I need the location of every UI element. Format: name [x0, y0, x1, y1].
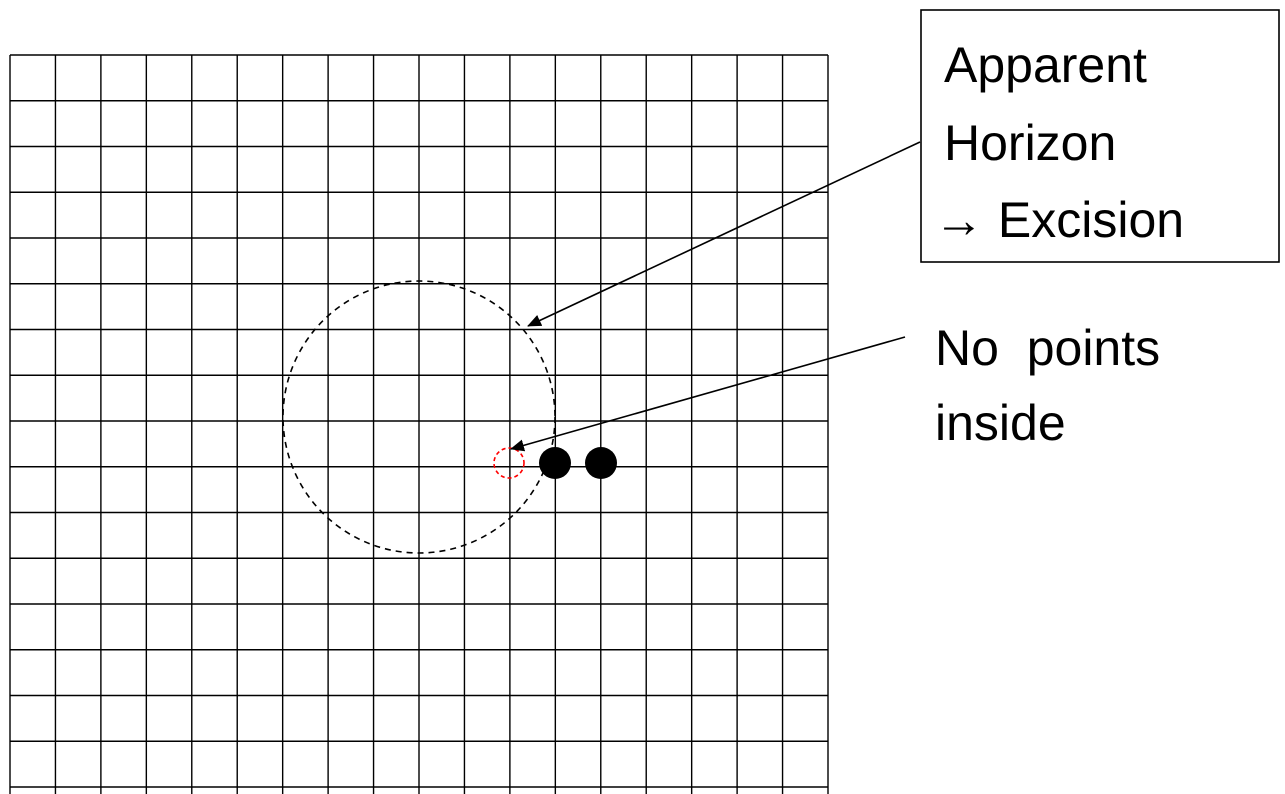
- black-hole-point-2: [585, 447, 617, 479]
- inside-callout: No points inside: [935, 320, 1160, 451]
- apparent-horizon-circle: [282, 280, 556, 554]
- horizon-callout-line2: Horizon: [944, 115, 1116, 171]
- horizon-callout-arrow: [527, 141, 921, 327]
- inside-callout-line2: inside: [935, 395, 1066, 451]
- horizon-callout-line1: Apparent: [944, 37, 1147, 93]
- horizon-callout-box: [920, 9, 1280, 263]
- horizon-callout-line3: → Excision: [934, 192, 1184, 248]
- inside-callout-line1: No points: [935, 320, 1160, 376]
- black-hole-point-1: [539, 447, 571, 479]
- horizon-callout: Apparent Horizon → Excision: [920, 9, 1280, 263]
- excision-region-marker: [493, 447, 525, 479]
- inside-callout-arrow: [510, 336, 906, 452]
- computational-grid: [9, 54, 829, 794]
